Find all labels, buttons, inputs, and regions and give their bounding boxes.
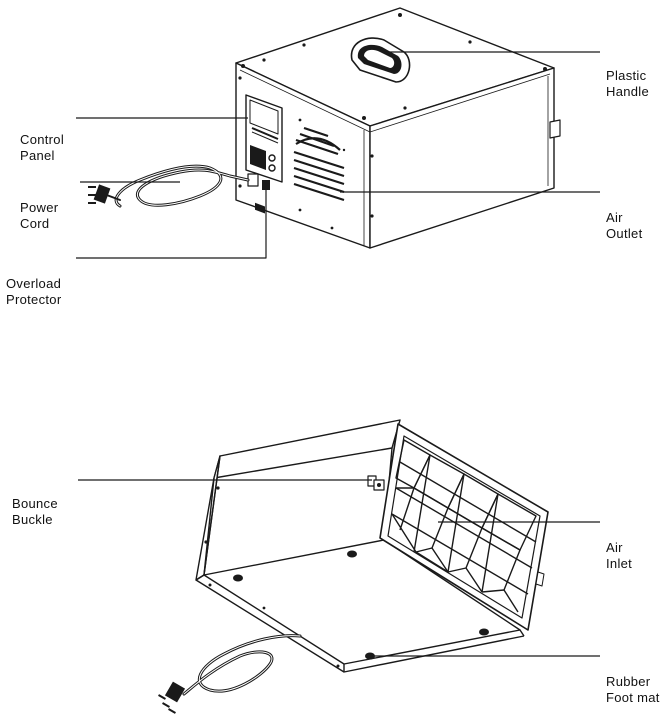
- rear-left-panel: [213, 419, 401, 479]
- leader-lines-top: [76, 51, 600, 259]
- power-cord-shape: [103, 164, 250, 208]
- top-screws: [238, 13, 547, 230]
- filter-grid: [391, 439, 537, 613]
- unit-rear-view: [158, 419, 549, 714]
- leader-lines-bottom: [78, 479, 600, 657]
- bounce-buckle-shape: [367, 475, 385, 491]
- unit-front-view: [88, 7, 561, 249]
- rear-screws: [204, 486, 340, 668]
- overload-protector-switch: [262, 180, 270, 190]
- unit-side-face: [369, 67, 555, 249]
- air-outlet-vents: [293, 126, 345, 202]
- rear-plug-icon: [158, 681, 186, 714]
- rear-power-cord: [182, 634, 302, 696]
- side-bracket: [549, 119, 561, 139]
- plug-icon: [88, 184, 111, 204]
- rubber-feet: [233, 550, 489, 660]
- control-panel-shape: [245, 94, 283, 214]
